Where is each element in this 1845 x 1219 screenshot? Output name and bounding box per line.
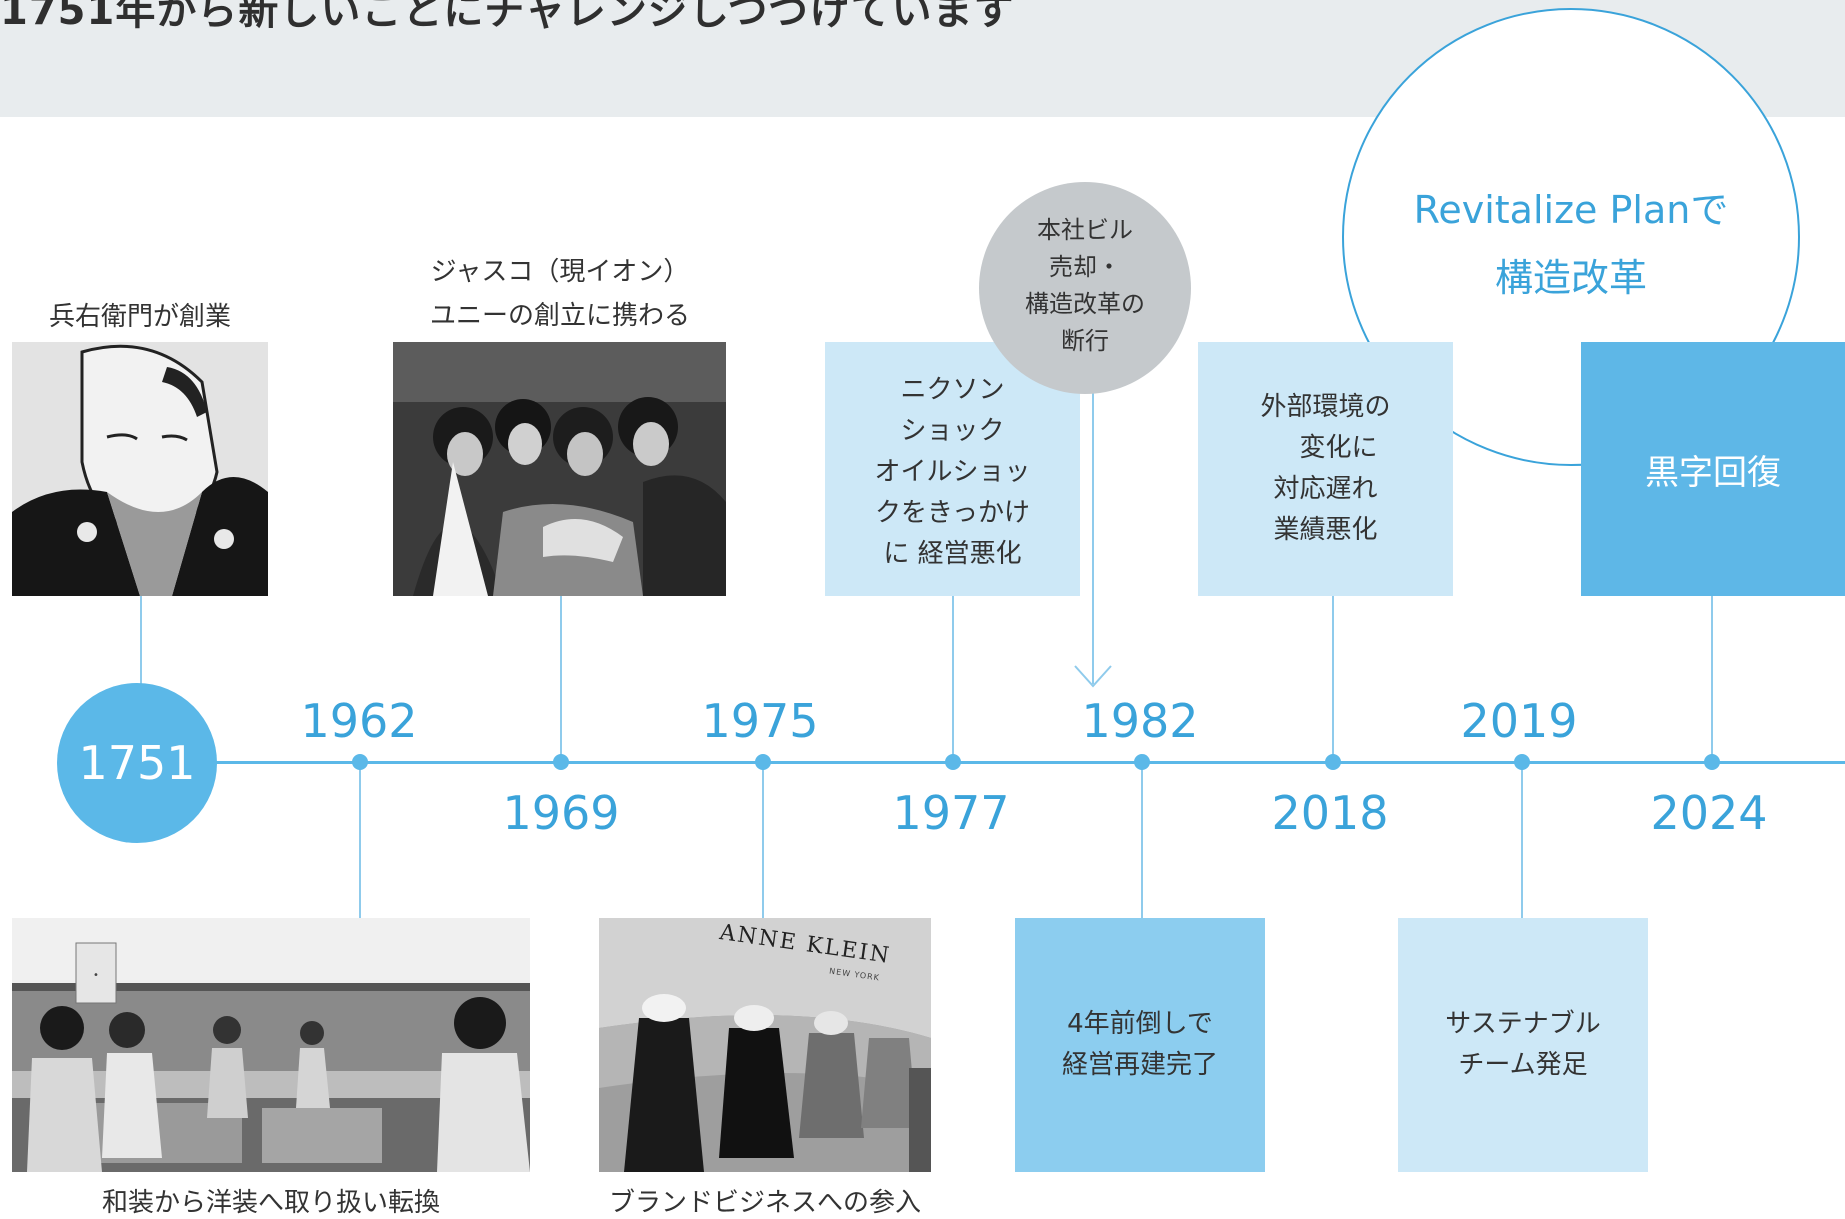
event-1982-top-text: 本社ビル 売却・ 構造改革の 断行 — [1025, 216, 1145, 355]
timeline-dot-icon — [755, 754, 771, 770]
connector-1977 — [952, 596, 954, 762]
connector-1969 — [560, 596, 562, 762]
year-1751-circle: 1751 — [57, 683, 217, 843]
event-2019-text: サステナブル チーム発足 — [1445, 1009, 1601, 1080]
brand-store-photo: ANNE KLEIN NEW YORK — [599, 918, 931, 1172]
event-1962-caption: 和装から洋装へ取り扱い転換 — [101, 1188, 440, 1218]
year-2024-label: 2024 — [1650, 786, 1768, 840]
page-title: 1751年から新しいことにチャレンジしつづけています — [0, 0, 1015, 34]
revitalize-label: Revitalize Planで 構造改革 — [1342, 176, 1800, 312]
connector-1982 — [1141, 762, 1143, 918]
arrow-down-icon — [1073, 664, 1113, 690]
event-1982-box: 4年前倒しで 経営再建完了 — [1015, 918, 1265, 1172]
connector-2024 — [1711, 596, 1713, 762]
revitalize-line2: 構造改革 — [1494, 256, 1647, 300]
connector-2019 — [1521, 762, 1523, 918]
timeline-dot-icon — [945, 754, 961, 770]
connector-2018 — [1332, 596, 1334, 762]
event-1969-caption: ジャスコ（現イオン） ユニーの創立に携わる — [380, 250, 740, 338]
year-1962-label: 1962 — [300, 694, 418, 748]
year-1751-label: 1751 — [78, 736, 196, 790]
connector-1975 — [762, 762, 764, 918]
year-2018-label: 2018 — [1271, 786, 1389, 840]
year-1977-label: 1977 — [892, 786, 1010, 840]
event-2024-text: 黒字回復 — [1645, 452, 1781, 493]
founder-portrait-image — [12, 342, 268, 596]
year-1969-label: 1969 — [502, 786, 620, 840]
year-1975-label: 1975 — [701, 694, 819, 748]
event-2019-box: サステナブル チーム発足 — [1398, 918, 1648, 1172]
timeline-dot-icon — [1514, 754, 1530, 770]
event-1975-caption: ブランドビジネスへの参入 — [608, 1188, 921, 1218]
event-2024-box: 黒字回復 — [1581, 342, 1845, 596]
event-1751-caption: 兵右衛門が創業 — [48, 302, 231, 332]
timeline-axis — [200, 761, 1845, 764]
shoppers-photo — [393, 342, 726, 596]
revitalize-line1: Revitalize Planで — [1413, 188, 1729, 232]
connector-1982-arrow — [1092, 392, 1094, 684]
event-1977-text: ニクソン ショック オイルショッ クをきっかけ に 経営悪化 — [874, 374, 1031, 569]
svg-text:•: • — [93, 970, 99, 981]
timeline-dot-icon — [1704, 754, 1720, 770]
event-1977-box: ニクソン ショック オイルショッ クをきっかけ に 経営悪化 — [825, 342, 1080, 596]
event-1969-line1: ジャスコ（現イオン） — [430, 257, 690, 287]
timeline-dot-icon — [1325, 754, 1341, 770]
event-2018-text: 外部環境の 変化に 対応遅れ 業績悪化 — [1260, 392, 1391, 545]
western-clothing-store-photo: • — [12, 918, 530, 1172]
event-2018-box: 外部環境の 変化に 対応遅れ 業績悪化 — [1198, 342, 1453, 596]
year-2019-label: 2019 — [1460, 694, 1578, 748]
timeline-dot-icon — [553, 754, 569, 770]
timeline-dot-icon — [1134, 754, 1150, 770]
year-1982-label: 1982 — [1081, 694, 1199, 748]
timeline-dot-icon — [352, 754, 368, 770]
connector-1962 — [359, 762, 361, 918]
connector-1751 — [140, 596, 142, 686]
event-1982-circle: 本社ビル 売却・ 構造改革の 断行 — [979, 182, 1191, 394]
event-1982-bottom-text: 4年前倒しで 経営再建完了 — [1061, 1009, 1218, 1080]
event-1969-line2: ユニーの創立に携わる — [429, 301, 690, 331]
